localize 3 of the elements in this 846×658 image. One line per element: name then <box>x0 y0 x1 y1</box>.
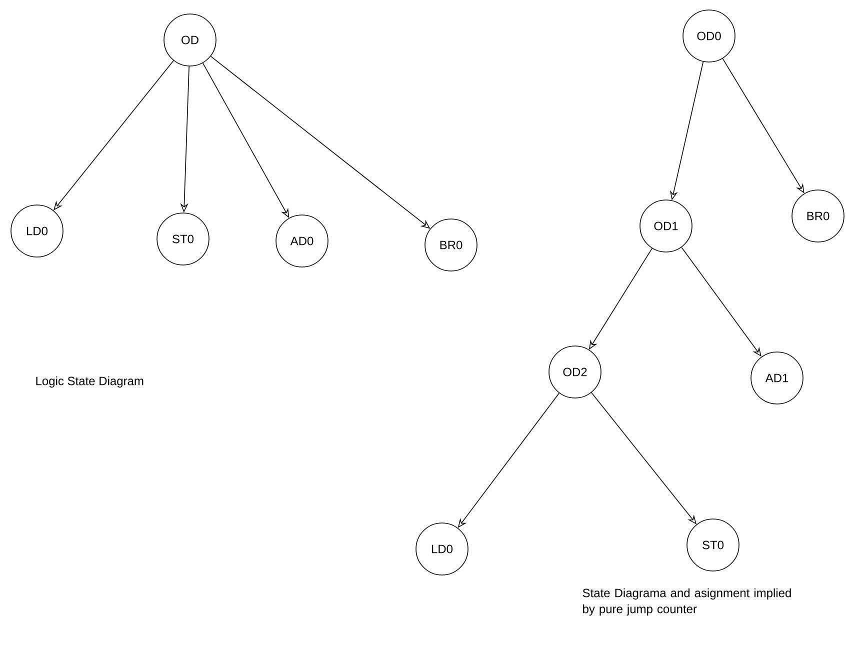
caption: Logic State Diagram <box>36 376 144 388</box>
arrow <box>54 60 174 210</box>
caption: State Diagrama and asignment implied by pure jump counter <box>582 588 791 616</box>
